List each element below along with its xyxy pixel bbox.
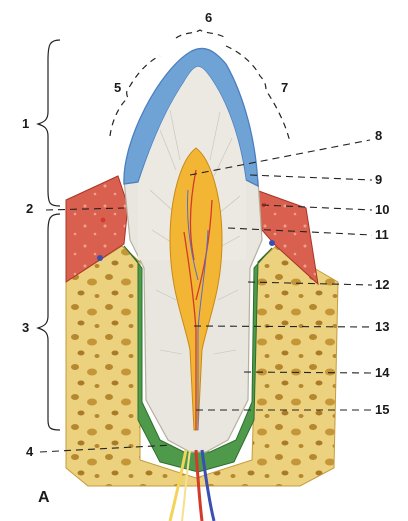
label-8: 8 <box>375 128 382 143</box>
label-10: 10 <box>375 202 389 217</box>
label-7: 7 <box>281 80 288 95</box>
label-11: 11 <box>375 227 389 242</box>
gum-artery-dot-left <box>101 218 106 223</box>
brace-3 <box>38 214 60 430</box>
label-14: 14 <box>375 365 390 380</box>
label-3: 3 <box>22 320 29 335</box>
label-5: 5 <box>114 80 121 95</box>
label-2: 2 <box>26 201 33 216</box>
label-12: 12 <box>375 277 389 292</box>
label-6: 6 <box>205 10 212 25</box>
figure-label: A <box>38 489 50 506</box>
gum-vein-dot-left <box>97 255 103 261</box>
gum-vein-dot-right <box>269 240 275 246</box>
label-13: 13 <box>375 319 389 334</box>
label-15: 15 <box>375 402 389 417</box>
label-1: 1 <box>22 116 29 131</box>
leader-9 <box>250 175 372 180</box>
brace-1 <box>38 40 60 206</box>
label-4: 4 <box>26 444 34 459</box>
label-9: 9 <box>375 172 382 187</box>
brace-6 <box>176 30 226 38</box>
